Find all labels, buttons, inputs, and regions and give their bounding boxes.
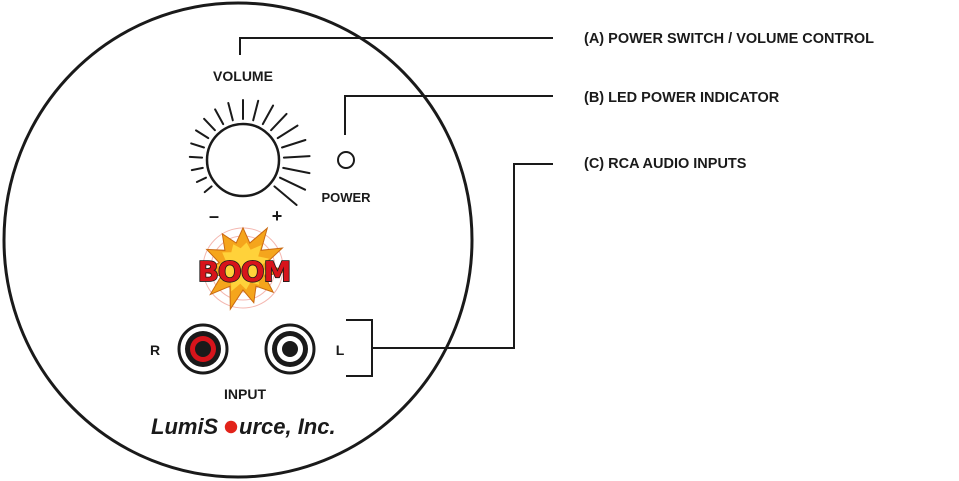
volume-label: VOLUME (213, 68, 273, 84)
brand-prefix: LumiS (151, 414, 219, 439)
volume-scale-ticks (188, 99, 311, 206)
volume-tick (188, 155, 204, 159)
volume-tick (195, 176, 207, 183)
callout-label-c: (C) RCA AUDIO INPUTS (584, 156, 747, 172)
volume-plus-label: + (272, 206, 283, 226)
volume-minus-label: – (209, 206, 219, 226)
rca-right-channel-label: R (150, 342, 160, 358)
volume-tick (281, 139, 307, 149)
rca-left-channel-label: L (336, 342, 345, 358)
boom-logo: BOOM (197, 226, 292, 311)
volume-tick (273, 185, 298, 206)
volume-tick (279, 176, 307, 191)
volume-tick (214, 108, 225, 126)
volume-tick (203, 117, 216, 132)
lumisource-brand: LumiS urce, Inc. (151, 414, 336, 439)
callout-label-b: (B) LED POWER INDICATOR (584, 90, 780, 106)
callout-line-a (239, 37, 553, 55)
input-label: INPUT (224, 386, 266, 402)
callout-label-a: (A) POWER SWITCH / VOLUME CONTROL (584, 31, 874, 47)
volume-tick (282, 166, 311, 175)
volume-knob[interactable] (205, 122, 281, 198)
power-led-indicator (337, 151, 355, 169)
volume-tick (190, 142, 205, 149)
brand-dot-icon (224, 420, 238, 434)
volume-tick (195, 129, 210, 140)
power-label: POWER (321, 190, 371, 205)
volume-tick (276, 124, 299, 140)
boom-logo-text: BOOM (198, 255, 291, 288)
rca-input-left-jack[interactable] (264, 323, 316, 375)
rca-input-right-jack[interactable] (177, 323, 229, 375)
callout-line-c-leader (372, 163, 553, 349)
callout-line-b (344, 95, 553, 135)
volume-tick (227, 102, 234, 122)
volume-tick (252, 99, 260, 122)
volume-tick (282, 155, 311, 159)
volume-tick (261, 104, 275, 126)
volume-tick (190, 166, 204, 172)
brand-suffix: urce, Inc. (239, 414, 336, 439)
volume-tick (203, 185, 213, 194)
volume-tick (270, 112, 288, 132)
